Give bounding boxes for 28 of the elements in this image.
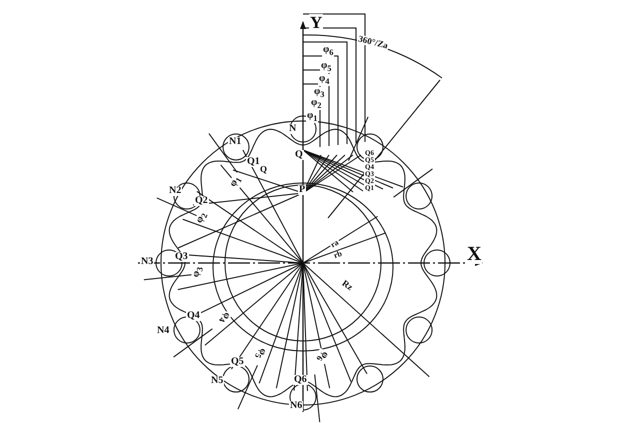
point-label: N: [288, 124, 298, 134]
dimension-label: rb: [332, 250, 344, 260]
point-label: N4: [156, 326, 170, 336]
point-label: N3: [140, 257, 154, 267]
point-label: Q1: [246, 157, 261, 167]
point-label: Q2: [194, 196, 209, 206]
point-label: N2: [168, 186, 182, 196]
point-label: Q4: [186, 311, 201, 321]
dimension-label: 360°/Za: [356, 34, 390, 51]
axis-label: X: [466, 244, 482, 264]
point-label: N1: [228, 137, 242, 147]
point-label: Q: [294, 150, 304, 160]
dimension-label: ra: [328, 238, 341, 250]
point-label: N6: [289, 401, 304, 411]
point-label: P: [298, 185, 306, 195]
point-label: N5: [210, 376, 224, 386]
angle-label: φ$_{2}$: [310, 98, 322, 110]
angle-label: φ$_{1}$: [306, 111, 318, 124]
angle-label: φ$_{5}$: [320, 61, 332, 74]
point-label: Q3: [174, 252, 189, 262]
angle-label: φ$_{3}$: [313, 87, 326, 100]
point-label: Q6: [293, 375, 308, 385]
dimension-label: Rz: [340, 278, 355, 293]
point-label: Q: [259, 165, 268, 174]
angle-label: φ$_{6}$: [322, 45, 334, 58]
axis-label: Y: [309, 14, 324, 31]
point-label: Q5: [230, 357, 245, 367]
angle-label: φ$_{4}$: [318, 74, 330, 86]
